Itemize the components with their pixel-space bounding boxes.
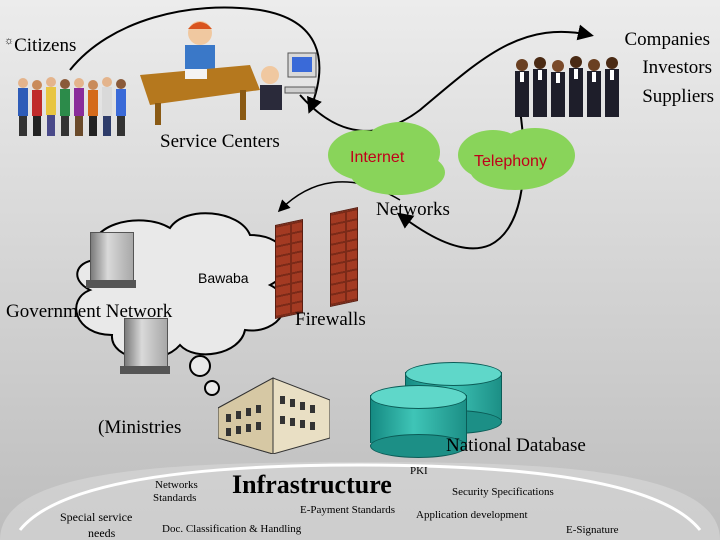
networks-standards-label-line2: Standards [153, 492, 197, 504]
ministries-building-icon [217, 368, 331, 455]
special-service-label-line2: needs [88, 526, 116, 540]
service-centers-label: Service Centers [160, 131, 280, 152]
internet-label: Internet [350, 149, 405, 166]
bawaba-label: Bawaba [198, 270, 249, 286]
national-database-label: National Database [446, 435, 586, 456]
citizens-marker: ☼ [4, 35, 15, 47]
doc-classification-label: Doc. Classification & Handling [162, 523, 302, 535]
telephony-label: Telephony [474, 153, 547, 170]
government-network-label: Government Network [6, 301, 173, 322]
pki-label: PKI [410, 465, 428, 477]
citizens-label: Citizens [14, 35, 77, 56]
firewalls-label: Firewalls [295, 309, 366, 330]
infrastructure-label: Infrastructure [232, 470, 392, 499]
business-people-icon [512, 55, 622, 117]
ministries-label: (Ministries [98, 417, 182, 438]
special-service-label-line1: Special service [60, 510, 133, 524]
call-center-icon [140, 15, 330, 125]
networks-label: Networks [376, 199, 450, 220]
companies-label: Companies [624, 29, 711, 50]
security-specifications-label: Security Specifications [452, 486, 554, 498]
people-group-icon [15, 75, 130, 140]
e-payment-standards-label: E-Payment Standards [300, 504, 396, 516]
application-development-label: Application development [416, 509, 528, 521]
investors-label: Investors [642, 57, 712, 78]
e-signature-label: E-Signature [566, 524, 619, 536]
suppliers-label: Suppliers [642, 86, 714, 107]
networks-standards-label-line1: Networks [155, 479, 198, 491]
